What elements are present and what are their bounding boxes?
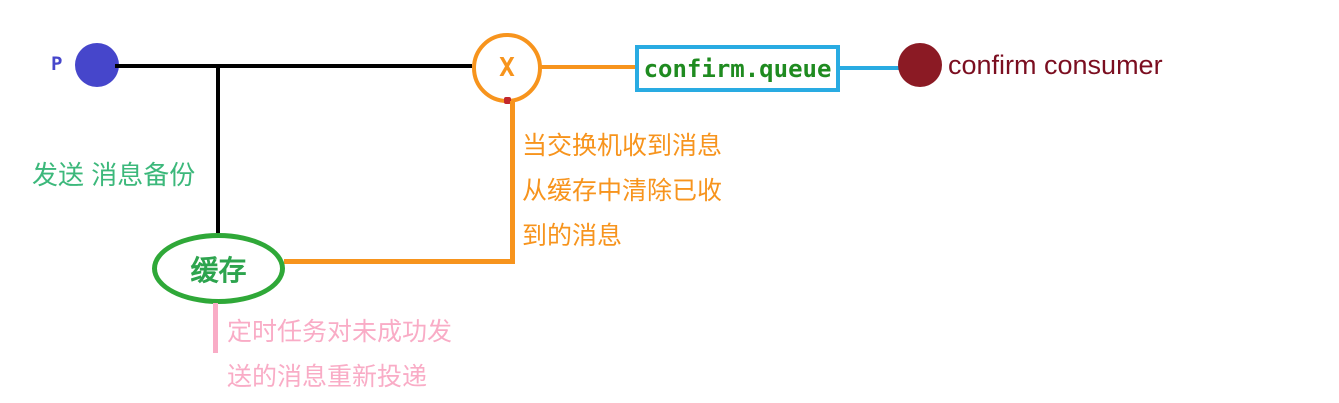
- exchange-node: X: [472, 33, 542, 103]
- exchange-clear-note: 当交换机收到消息 从缓存中清除已收 到的消息: [522, 124, 822, 259]
- line-branch-to-cache: [216, 64, 220, 233]
- cache-node: 缓存: [152, 233, 285, 304]
- exchange-clear-note-line-1: 当交换机收到消息: [522, 132, 723, 160]
- exchange-clear-note-line-2: 从缓存中清除已收: [522, 177, 723, 205]
- consumer-node-icon: [898, 43, 942, 87]
- cache-label: 缓存: [190, 254, 247, 286]
- producer-node-icon: [75, 43, 119, 87]
- line-exchange-to-queue: [541, 65, 637, 69]
- queue-label: confirm.queue: [643, 54, 832, 83]
- retry-note-connector: [213, 303, 218, 353]
- consumer-label: confirm consumer: [948, 50, 1163, 80]
- unconfirmed-dot-icon: [504, 97, 511, 104]
- retry-note: 定时任务对未成功发 送的消息重新投递: [227, 310, 507, 400]
- producer-label: P: [51, 53, 63, 75]
- line-exchange-down: [510, 101, 515, 264]
- exchange-clear-note-line-3: 到的消息: [522, 222, 623, 250]
- line-queue-to-consumer: [839, 66, 899, 70]
- retry-note-line-2: 送的消息重新投递: [227, 363, 428, 391]
- retry-note-line-1: 定时任务对未成功发: [227, 318, 453, 346]
- line-corner-to-cache: [284, 259, 515, 264]
- send-backup-note: 发送 消息备份: [32, 160, 196, 190]
- queue-node: confirm.queue: [635, 45, 840, 92]
- line-producer-to-exchange: [115, 64, 472, 68]
- exchange-label: X: [499, 53, 515, 83]
